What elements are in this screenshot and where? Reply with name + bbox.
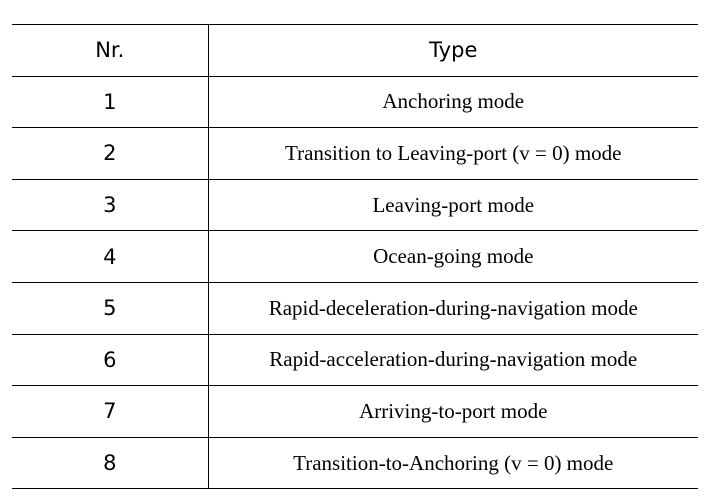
- table-row: 4 Ocean-going mode: [12, 230, 698, 283]
- header-row: Nr. Type: [12, 24, 698, 77]
- row-nr: 8: [12, 437, 209, 489]
- table-row: 3 Leaving-port mode: [12, 179, 698, 231]
- table-body: 1 Anchoring mode 2 Transition to Leaving…: [12, 76, 698, 489]
- row-type: Transition to Leaving-port (v = 0) mode: [284, 140, 622, 165]
- table-row: 2 Transition to Leaving-port (v = 0) mod…: [12, 127, 698, 180]
- row-type: Ocean-going mode: [373, 244, 534, 269]
- mode-table: Nr. Type 1 Anchoring mode 2 Transition t…: [12, 24, 698, 489]
- row-nr: 6: [12, 334, 209, 386]
- row-nr: 1: [12, 76, 209, 128]
- row-nr: 2: [12, 127, 209, 180]
- row-type: Arriving-to-port mode: [359, 398, 548, 423]
- row-type: Transition-to-Anchoring (v = 0) mode: [293, 450, 614, 475]
- header-nr: Nr.: [12, 24, 209, 77]
- row-type: Rapid-deceleration-during-navigation mod…: [268, 295, 638, 320]
- table-row: 8 Transition-to-Anchoring (v = 0) mode: [12, 437, 698, 489]
- row-nr: 5: [12, 282, 209, 335]
- table-row: 5 Rapid-deceleration-during-navigation m…: [12, 282, 698, 335]
- row-type: Rapid-acceleration-during-navigation mod…: [269, 347, 638, 372]
- row-type: Leaving-port mode: [372, 192, 535, 217]
- header-type: Type: [429, 38, 478, 63]
- mode-table-container: Nr. Type 1 Anchoring mode 2 Transition t…: [12, 24, 698, 489]
- row-type: Anchoring mode: [382, 89, 525, 114]
- table-row: 1 Anchoring mode: [12, 76, 698, 128]
- table-header: Nr. Type: [12, 24, 698, 77]
- table-row: 6 Rapid-acceleration-during-navigation m…: [12, 334, 698, 386]
- row-nr: 4: [12, 230, 209, 283]
- row-nr: 3: [12, 179, 209, 231]
- table-row: 7 Arriving-to-port mode: [12, 385, 698, 438]
- row-nr: 7: [12, 385, 209, 438]
